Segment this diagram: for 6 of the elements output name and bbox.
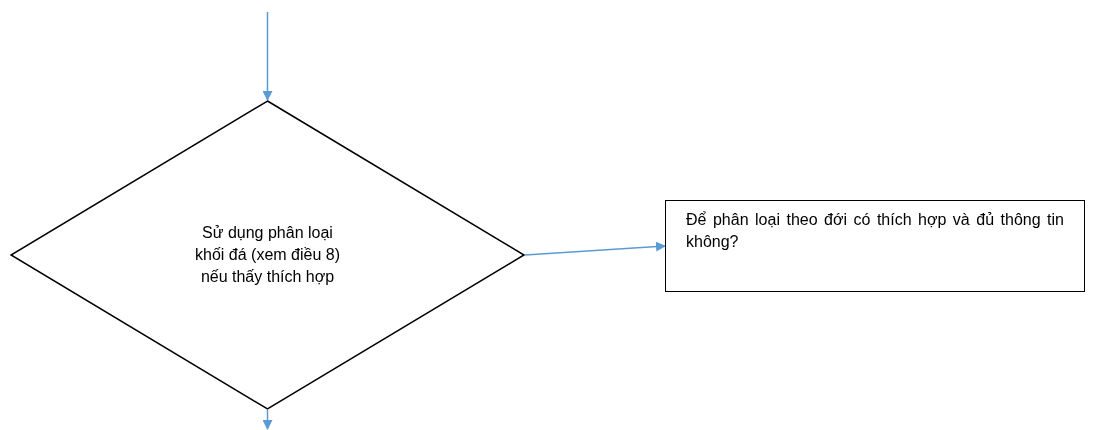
arrow	[262, 11, 273, 101]
process-box	[665, 200, 1085, 292]
arrow	[262, 409, 273, 430]
decision-text: Sử dụng phân loại khối đá (xem điều 8) nếu thấy thích hợp	[194, 223, 341, 287]
process-text: Để phân loại theo đới có thích hợp và đủ thông tin không?	[686, 210, 1064, 252]
arrow	[524, 241, 666, 256]
